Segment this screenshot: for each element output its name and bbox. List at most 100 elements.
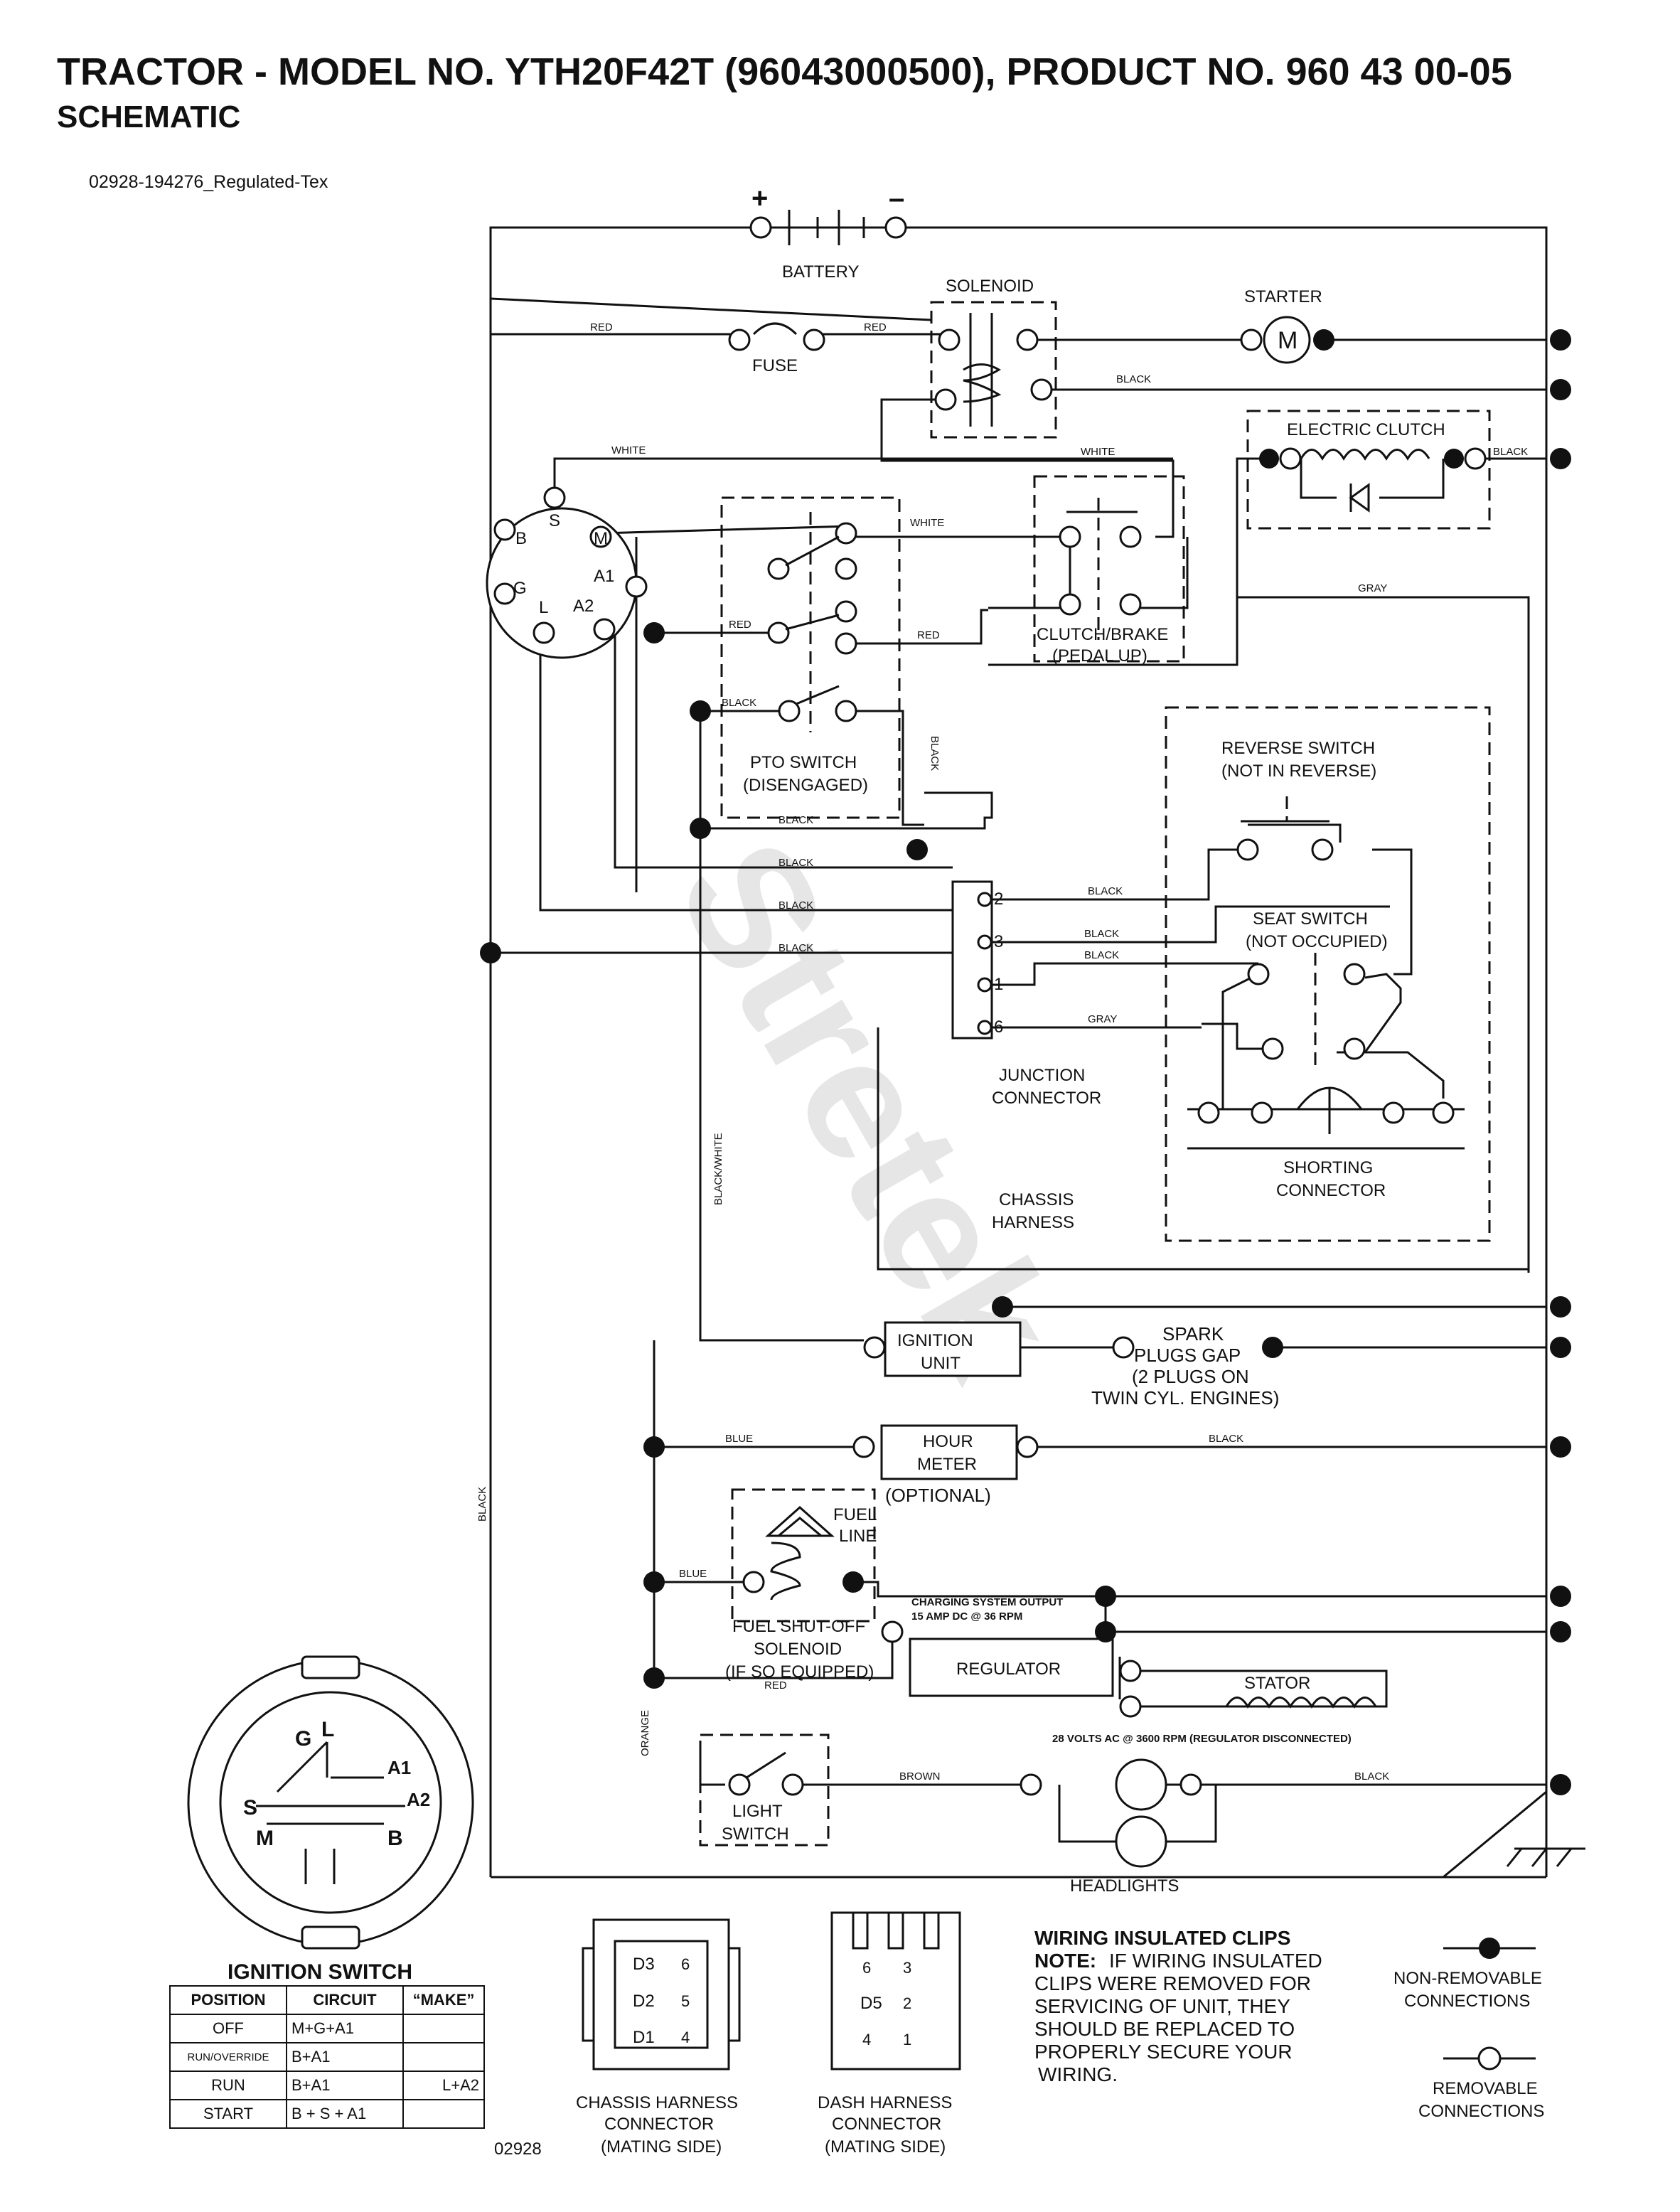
chassis-pin-d3: D3 bbox=[633, 1955, 655, 1974]
electric-clutch: ELECTRIC CLUTCH bbox=[1246, 410, 1491, 530]
ignition-unit-label-2: UNIT bbox=[921, 1354, 961, 1373]
wire-label-black-5: BLACK bbox=[779, 857, 813, 869]
table-row: RUN B+A1 L+A2 bbox=[169, 2071, 485, 2100]
legend-non-removable-1: NON-REMOVABLE bbox=[1393, 1969, 1542, 1988]
battery-plus-sign: + bbox=[751, 183, 768, 214]
row-position: RUN/OVERRIDE bbox=[169, 2042, 287, 2072]
junction-connector-label-2: CONNECTOR bbox=[992, 1089, 1101, 1108]
switch-face-a1: A1 bbox=[387, 1757, 411, 1778]
ignition-switch-schematic: B S M A1 G L A2 bbox=[486, 486, 648, 659]
clutch-brake-label-1: CLUTCH/BRAKE bbox=[1037, 625, 1168, 644]
row-position: RUN bbox=[169, 2071, 287, 2100]
safety-switch-assembly: REVERSE SWITCH (NOT IN REVERSE) SEAT SWI… bbox=[1165, 706, 1491, 1242]
connection-points bbox=[480, 329, 1571, 1795]
switch-face-s: S bbox=[243, 1796, 257, 1820]
clips-note-label: NOTE: bbox=[1034, 1950, 1096, 1972]
chassis-harness-label-1: CHASSIS bbox=[999, 1190, 1074, 1209]
legend-removable-2: CONNECTIONS bbox=[1418, 2102, 1544, 2121]
dash-harness-connector: 6 3 D5 2 4 1 DASH HARNESS CONNECTOR (MAT… bbox=[818, 1911, 961, 2157]
wire-label-red-2: RED bbox=[864, 321, 887, 333]
wire-label-black-9: BLACK bbox=[1084, 928, 1119, 940]
light-switch-label-1: LIGHT bbox=[732, 1802, 783, 1821]
starter-label: STARTER bbox=[1244, 287, 1322, 306]
hour-meter-label-2: METER bbox=[917, 1455, 977, 1474]
wire-label-black-13: BLACK bbox=[1209, 1433, 1243, 1445]
terminal-s-label: S bbox=[549, 511, 560, 530]
wire-label-red-4: RED bbox=[917, 629, 940, 641]
table-row: OFF M+G+A1 bbox=[169, 2014, 485, 2043]
spark-plugs-label-3: (2 PLUGS ON bbox=[1132, 1366, 1249, 1387]
fuel-solenoid-label-1: FUEL SHUT-OFF bbox=[732, 1617, 865, 1636]
spark-plugs-label-4: TWIN CYL. ENGINES) bbox=[1091, 1387, 1279, 1409]
switch-face-m: M bbox=[256, 1827, 274, 1850]
charging-output-label: CHARGING SYSTEM OUTPUT bbox=[911, 1596, 1063, 1608]
main-wiring bbox=[489, 226, 1585, 1879]
fuse-label: FUSE bbox=[752, 356, 798, 375]
junction-connector: 2 3 1 6 JUNCTION CONNECTOR CHASSIS HARNE… bbox=[951, 880, 1101, 1232]
charging-rate-label: 15 AMP DC @ 36 RPM bbox=[911, 1610, 1022, 1623]
clips-title: WIRING INSULATED CLIPS bbox=[1034, 1927, 1290, 1949]
wire-label-black-14: BLACK bbox=[1354, 1770, 1389, 1783]
wire-label-black-10: BLACK bbox=[1084, 949, 1119, 961]
battery: + – BATTERY bbox=[749, 183, 907, 282]
clutch-brake-label-2: (PEDAL UP) bbox=[1052, 646, 1147, 666]
switch-face-a2: A2 bbox=[407, 1789, 430, 1810]
light-switch: LIGHT SWITCH bbox=[699, 1733, 830, 1847]
starter-symbol: M bbox=[1278, 327, 1298, 354]
row-make bbox=[402, 2014, 485, 2043]
switch-face-l: L bbox=[321, 1718, 334, 1741]
chassis-pin-d1: D1 bbox=[633, 2028, 655, 2047]
headlights-label: HEADLIGHTS bbox=[1070, 1876, 1179, 1896]
reverse-switch-label-1: REVERSE SWITCH bbox=[1221, 739, 1375, 758]
battery-label: BATTERY bbox=[782, 262, 859, 282]
fuel-line-label-1: FUEL bbox=[833, 1505, 877, 1524]
wire-label-black-7: BLACK bbox=[779, 942, 813, 954]
wire-label-white-1: WHITE bbox=[611, 444, 646, 456]
hour-meter: HOUR METER (OPTIONAL) bbox=[852, 1424, 1039, 1506]
wire-label-gray-2: GRAY bbox=[1088, 1013, 1117, 1025]
wire-label-black-3: BLACK bbox=[722, 697, 756, 709]
regulator-label: REGULATOR bbox=[956, 1660, 1061, 1679]
page-subtitle: SCHEMATIC bbox=[57, 100, 241, 134]
terminal-l-label: L bbox=[539, 598, 548, 617]
table-header-make: “MAKE” bbox=[402, 1985, 485, 2015]
wire-label-blue-1: BLUE bbox=[725, 1433, 753, 1445]
ignition-unit-label-1: IGNITION bbox=[897, 1331, 973, 1350]
page-title: TRACTOR - MODEL NO. YTH20F42T (960430005… bbox=[57, 50, 1512, 93]
wire-label-black-1: BLACK bbox=[1116, 373, 1151, 385]
chassis-pin-5: 5 bbox=[681, 1992, 690, 2010]
chassis-connector-label-3: (MATING SIDE) bbox=[601, 2137, 722, 2157]
seat-switch-label-2: (NOT OCCUPIED) bbox=[1246, 932, 1388, 951]
drawing-number: 02928 bbox=[494, 2139, 542, 2159]
table-header-circuit: CIRCUIT bbox=[286, 1985, 404, 2015]
wire-label-brown: BROWN bbox=[899, 1770, 941, 1783]
chassis-harness-connector: D3 6 D2 5 D1 4 CHASSIS HARNESS CONNECTOR… bbox=[576, 1918, 741, 2157]
wire-label-gray-1: GRAY bbox=[1358, 582, 1387, 594]
clips-line-4: SHOULD BE REPLACED TO bbox=[1034, 2018, 1295, 2040]
table-row: START B + S + A1 bbox=[169, 2099, 485, 2129]
dash-connector-label-1: DASH HARNESS bbox=[818, 2093, 952, 2112]
regulator: REGULATOR CHARGING SYSTEM OUTPUT 15 AMP … bbox=[881, 1596, 1377, 1745]
junction-pin-3: 3 bbox=[994, 932, 1003, 951]
pto-switch-label-1: PTO SWITCH bbox=[750, 753, 857, 772]
clips-line-5: PROPERLY SECURE YOUR bbox=[1034, 2041, 1293, 2063]
terminal-b-label: B bbox=[515, 529, 527, 548]
shorting-connector-label-2: CONNECTOR bbox=[1276, 1181, 1386, 1200]
chassis-pin-6: 6 bbox=[681, 1955, 690, 1973]
spark-plugs-label-2: PLUGS GAP bbox=[1134, 1345, 1241, 1366]
ignition-switch-position-table: POSITION CIRCUIT “MAKE” OFF M+G+A1 RUN/O… bbox=[169, 1985, 485, 2129]
clips-line-3: SERVICING OF UNIT, THEY bbox=[1034, 1995, 1290, 2017]
fuel-shutoff-solenoid: FUEL LINE FUEL SHUT-OFF SOLENOID (IF SO … bbox=[725, 1488, 877, 1682]
wire-color-labels: RED RED BLACK WHITE WHITE BLACK WHITE RE… bbox=[476, 321, 1528, 1783]
row-make bbox=[402, 2099, 485, 2129]
dash-pin-6: 6 bbox=[862, 1959, 871, 1977]
shorting-connector-label-1: SHORTING bbox=[1283, 1158, 1373, 1177]
row-circuit: B+A1 bbox=[286, 2042, 404, 2072]
terminal-a2-label: A2 bbox=[573, 597, 594, 616]
row-circuit: B+A1 bbox=[286, 2071, 404, 2100]
connection-legend: NON-REMOVABLE CONNECTIONS REMOVABLE CONN… bbox=[1393, 1938, 1544, 2121]
junction-connector-label-1: JUNCTION bbox=[999, 1066, 1085, 1085]
table-header-position: POSITION bbox=[169, 1985, 287, 2015]
row-position: OFF bbox=[169, 2014, 287, 2043]
